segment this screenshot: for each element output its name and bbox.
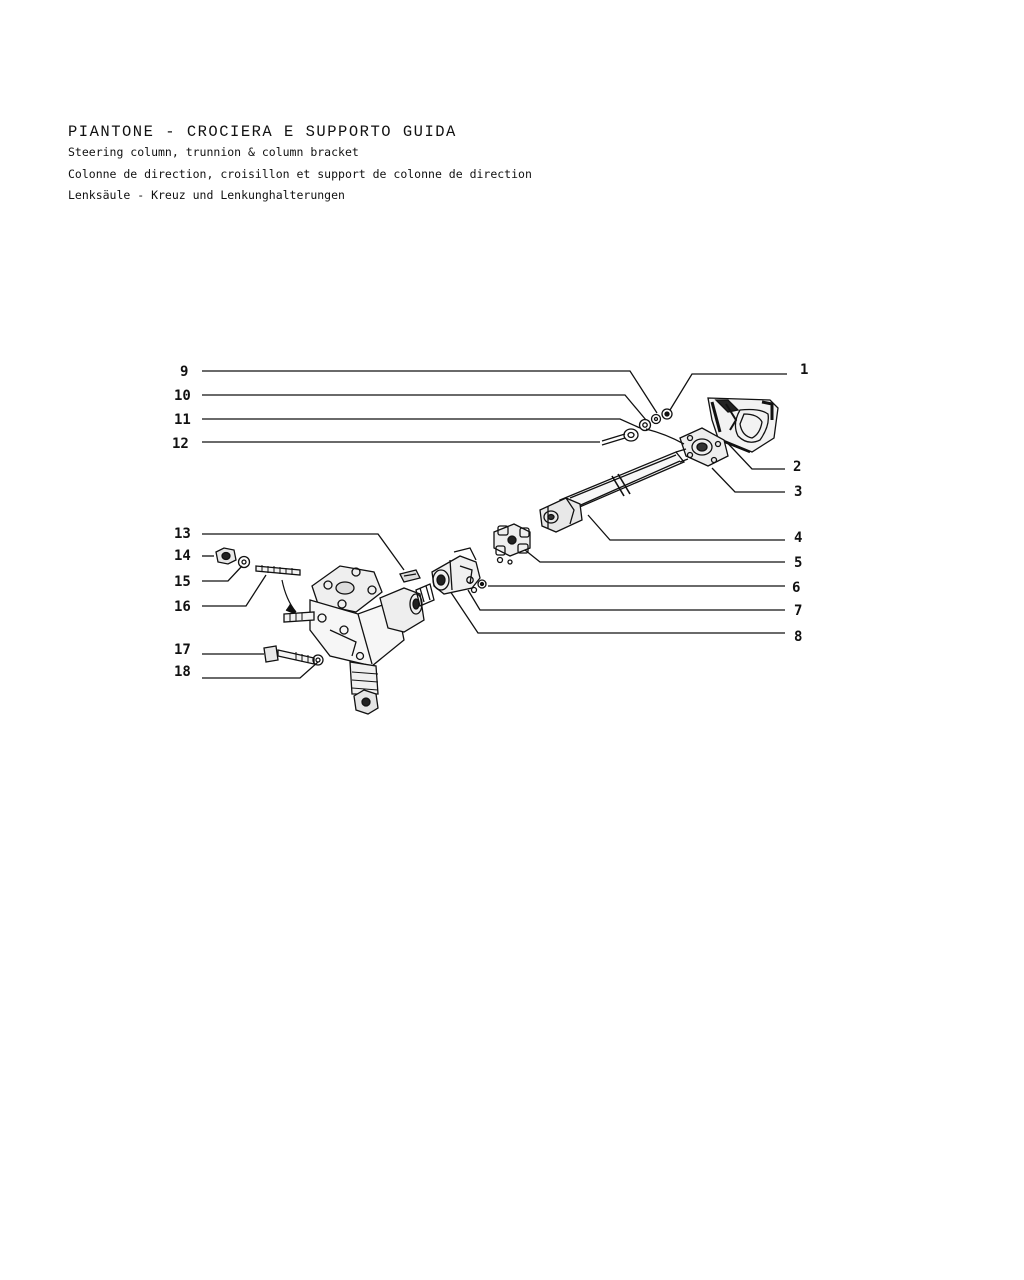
part-8-lower-yoke — [431, 547, 481, 595]
part-2-column-bracket — [707, 397, 779, 454]
part-6-nut — [477, 579, 487, 589]
page-header: PIANTONE - CROCIERA E SUPPORTO GUIDA Ste… — [68, 122, 532, 207]
leader-1 — [669, 373, 787, 411]
callout-4: 4 — [794, 530, 802, 546]
part-13-pin — [399, 569, 421, 583]
leader-13 — [202, 533, 405, 571]
subtitle-french: Colonne de direction, croisillon et supp… — [68, 166, 532, 181]
part-18-washer — [312, 654, 324, 666]
leader-18 — [202, 661, 319, 679]
part-10-washer — [650, 413, 662, 425]
callout-18: 18 — [174, 664, 191, 680]
leader-7 — [467, 589, 785, 611]
leader-10 — [202, 394, 647, 421]
part-5-universal-joint — [493, 523, 531, 565]
callout-10: 10 — [174, 388, 191, 404]
callout-12: 12 — [172, 436, 189, 452]
steering-gear-box — [283, 565, 435, 715]
callout-1: 1 — [800, 362, 808, 378]
part-14-nut — [215, 547, 237, 565]
callout-3: 3 — [794, 484, 802, 500]
callout-8: 8 — [794, 629, 802, 645]
leader-2 — [719, 434, 785, 470]
part-12-bolt — [601, 428, 639, 446]
leader-15 — [202, 565, 243, 582]
page-title: PIANTONE - CROCIERA E SUPPORTO GUIDA — [68, 123, 457, 141]
part-1-nut — [661, 408, 673, 420]
callout-9: 9 — [180, 364, 188, 380]
part-15-washer — [237, 555, 251, 569]
leader-3 — [711, 467, 785, 493]
subtitle-english: Steering column, trunnion & column brack… — [68, 145, 359, 159]
callout-15: 15 — [174, 574, 191, 590]
callout-2: 2 — [793, 459, 801, 475]
part-4-steering-shaft — [539, 448, 689, 533]
part-7-washer — [466, 576, 478, 594]
callout-numbers: 9 10 11 12 13 14 15 16 17 18 1 2 3 4 5 6… — [172, 362, 808, 680]
leader-9 — [202, 370, 658, 414]
callout-5: 5 — [794, 555, 802, 571]
part-11-washer — [638, 418, 652, 432]
callout-13: 13 — [174, 526, 191, 542]
callout-17: 17 — [174, 642, 191, 658]
callout-11: 11 — [174, 412, 191, 428]
part-3-support-flange — [645, 427, 729, 467]
leader-4 — [587, 514, 785, 541]
callout-7: 7 — [794, 603, 802, 619]
leader-8 — [447, 587, 785, 634]
callout-6: 6 — [792, 580, 800, 596]
callout-14: 14 — [174, 548, 191, 564]
leader-5 — [519, 545, 785, 563]
leader-16 — [202, 574, 267, 607]
part-17-bolt — [263, 645, 315, 665]
callout-16: 16 — [174, 599, 191, 615]
part-16-stud — [255, 565, 301, 616]
leader-11 — [202, 418, 641, 429]
leader-lines — [202, 370, 787, 679]
subtitle-german: Lenksäule - Kreuz und Lenkunghalterungen — [68, 188, 345, 202]
